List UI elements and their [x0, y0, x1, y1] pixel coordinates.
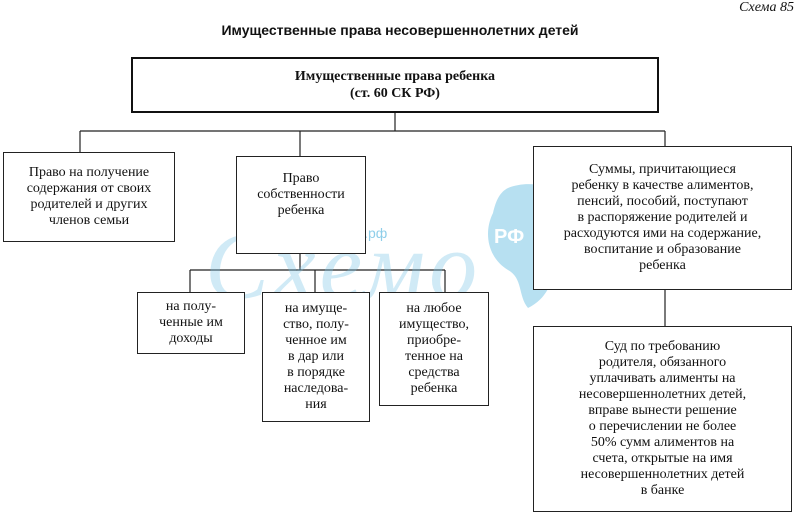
- root-line-2: (ст. 60 СК РФ): [350, 86, 440, 101]
- root-node: Имущественные права ребенка (ст. 60 СК Р…: [131, 57, 659, 113]
- node-ownership: Право собственности ребенка: [236, 156, 366, 254]
- watermark-badge: РФ: [494, 226, 525, 248]
- node-income-text: на полу- ченные им доходы: [159, 299, 223, 346]
- node-court-text: Суд по требованию родителя, обязанного у…: [578, 339, 747, 498]
- node-purchased-text: на любое имущество, приобре- тенное на с…: [398, 301, 470, 396]
- node-purchased: на любое имущество, приобре- тенное на с…: [379, 292, 489, 406]
- node-alimony-sums: Суммы, причитающиеся ребенку в качестве …: [533, 146, 792, 290]
- node-alimony-sums-text: Суммы, причитающиеся ребенку в качестве …: [563, 162, 762, 273]
- node-court: Суд по требованию родителя, обязанного у…: [533, 326, 792, 512]
- node-gift: на имуще- ство, полу- ченное им в дар ил…: [262, 292, 370, 422]
- node-income: на полу- ченные им доходы: [137, 292, 245, 354]
- node-ownership-text: Право собственности ребенка: [257, 171, 345, 218]
- scheme-number: Схема 85: [739, 0, 794, 15]
- node-maintenance: Право на получение содержания от своих р…: [3, 152, 175, 242]
- node-maintenance-text: Право на получение содержания от своих р…: [26, 165, 152, 228]
- node-gift-text: на имуще- ство, полу- ченное им в дар ил…: [283, 301, 349, 412]
- diagram-title: Имущественные права несовершеннолетних д…: [221, 22, 579, 38]
- root-line-1: Имущественные права ребенка: [294, 69, 496, 84]
